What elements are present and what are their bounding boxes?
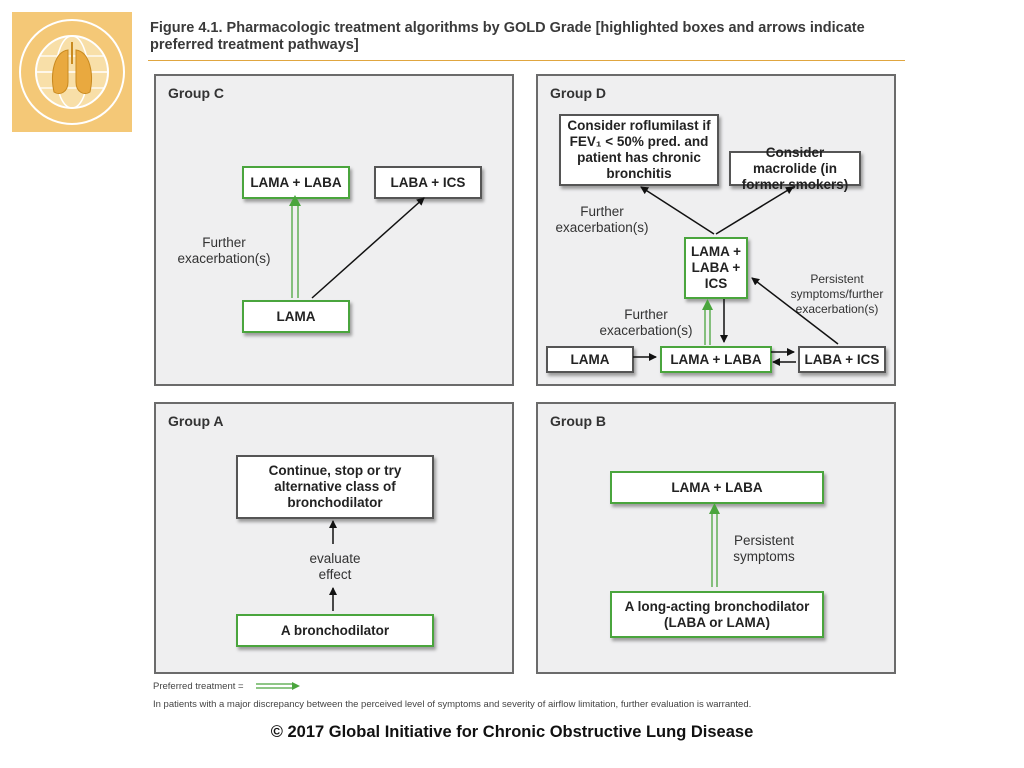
group-b-long-acting-box: A long-acting bronchodilator (LABA or LA… (610, 591, 824, 638)
copyright-notice: © 2017 Global Initiative for Chronic Obs… (270, 723, 754, 741)
figure-title: Figure 4.1. Pharmacologic treatment algo… (150, 20, 865, 53)
group-c-panel: Group C LAMA + LABA LABA + ICS Further e… (154, 74, 514, 386)
group-a-title: Group A (168, 413, 224, 429)
gold-logo (12, 12, 132, 132)
group-d-persistent-label: Persistent symptoms/further exacerbation… (790, 272, 884, 316)
group-c-title: Group C (168, 85, 224, 101)
group-d-lama-laba-box: LAMA + LABA (660, 346, 772, 373)
group-a-evaluate-label: evaluate effect (309, 551, 361, 582)
group-a-bronchodilator-box: A bronchodilator (236, 614, 434, 647)
group-c-lama-box: LAMA (242, 300, 350, 333)
group-d-further-exacerbation-top-label: Further exacerbation(s) (555, 204, 649, 235)
preferred-treatment-legend-arrow (256, 682, 300, 690)
gold-logo-emblem (19, 19, 125, 125)
preferred-treatment-legend: Preferred treatment = (153, 681, 244, 692)
group-a-continue-box: Continue, stop or try alternative class … (236, 455, 434, 519)
group-c-lama-laba-box: LAMA + LABA (242, 166, 350, 199)
group-c-exacerbation-label: Further exacerbation(s) (177, 235, 271, 266)
group-d-title: Group D (550, 85, 606, 101)
group-c-laba-ics-box: LABA + ICS (374, 166, 482, 199)
group-b-persistent-label: Persistent symptoms (733, 533, 795, 564)
group-d-macrolide-box: Consider macrolide (in former smokers) (729, 145, 861, 192)
group-d-lama-box: LAMA (546, 346, 634, 373)
title-divider (148, 60, 905, 61)
group-d-lama-laba-ics-box: LAMA + LABA + ICS (684, 237, 748, 299)
group-a-panel: Group A Continue, stop or try alternativ… (154, 402, 514, 674)
group-b-lama-laba-box: LAMA + LABA (610, 471, 824, 504)
group-d-laba-ics-box: LABA + ICS (798, 346, 886, 373)
group-d-panel: Group D Consider roflumilast if FEV₁ < 5… (536, 74, 896, 386)
discrepancy-footnote: In patients with a major discrepancy bet… (153, 699, 752, 710)
group-d-roflumilast-box: Consider roflumilast if FEV₁ < 50% pred.… (559, 114, 719, 186)
group-d-further-exacerbation-bottom-label: Further exacerbation(s) (599, 307, 693, 338)
group-b-title: Group B (550, 413, 606, 429)
group-b-panel: Group B LAMA + LABA Persistent symptoms … (536, 402, 896, 674)
